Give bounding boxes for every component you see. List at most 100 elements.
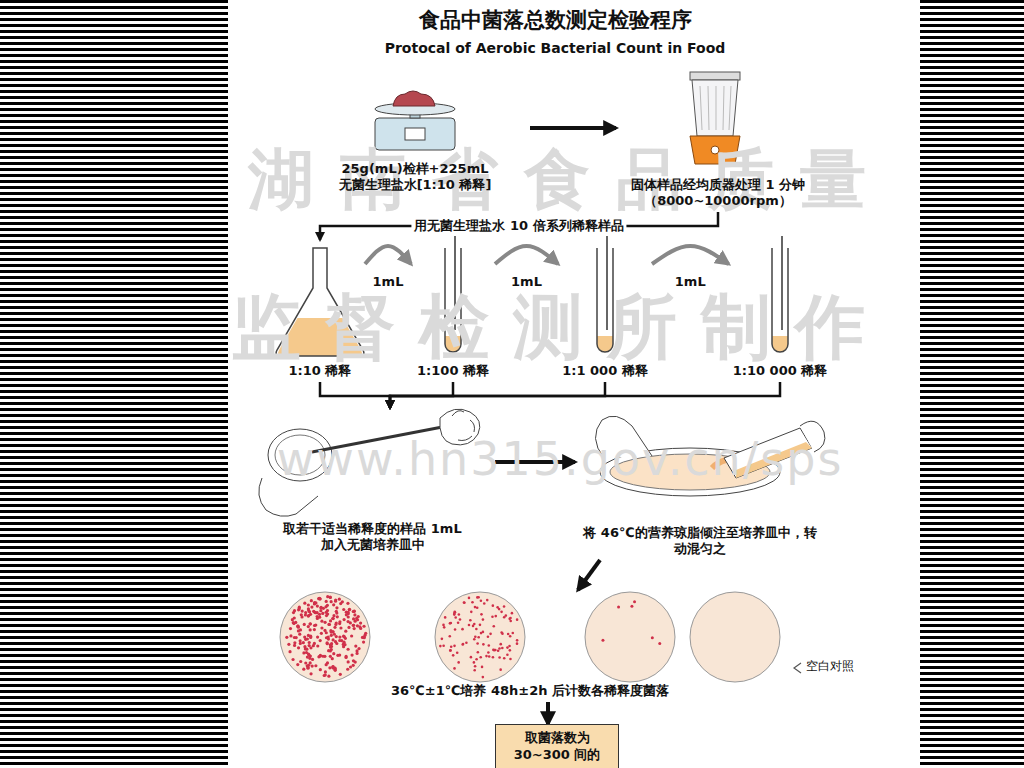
colony xyxy=(346,648,349,651)
colony xyxy=(509,620,512,623)
colony xyxy=(453,667,456,670)
colony xyxy=(330,600,333,603)
colony xyxy=(355,649,358,652)
jar-ribs xyxy=(700,86,731,130)
step-caption: 36℃±1℃培养 48h±2h 后计数各稀释度菌落 xyxy=(391,683,669,700)
step-caption: 取菌落数为 30~300 间的 xyxy=(505,730,609,763)
colony xyxy=(327,675,330,678)
colony xyxy=(347,626,350,629)
colony xyxy=(441,638,444,641)
colony xyxy=(481,666,484,669)
colony xyxy=(326,595,329,598)
colony xyxy=(516,618,519,621)
colony xyxy=(362,641,365,644)
culture-plate xyxy=(585,592,675,682)
colony xyxy=(304,613,307,616)
colony xyxy=(617,606,620,609)
colony xyxy=(486,599,489,602)
transfer-arrow xyxy=(365,246,411,264)
colony xyxy=(468,624,471,627)
colony xyxy=(325,600,328,603)
colony xyxy=(501,647,504,650)
colony xyxy=(475,628,478,631)
colony xyxy=(307,664,310,667)
colony xyxy=(505,614,508,617)
colony xyxy=(482,631,485,634)
colony xyxy=(499,643,502,646)
colony xyxy=(355,617,358,620)
colony xyxy=(309,636,312,639)
colony xyxy=(352,624,355,627)
colony xyxy=(342,641,345,644)
colony xyxy=(316,635,319,638)
colony xyxy=(359,621,362,624)
colony xyxy=(448,635,451,638)
colony xyxy=(293,641,296,644)
watermark: www.hn315.gov.cn/sps xyxy=(277,432,844,487)
colony xyxy=(349,665,352,668)
incubation-step: 36℃±1℃培养 48h±2h 后计数各稀释度菌落 xyxy=(265,590,795,702)
colony xyxy=(364,632,367,635)
page-title: 食品中菌落总数测定检验程序 xyxy=(419,8,692,33)
colony xyxy=(326,642,329,645)
colony xyxy=(320,632,323,635)
colony xyxy=(310,599,313,602)
colony xyxy=(288,650,291,653)
flow-arrow xyxy=(320,382,390,408)
colony xyxy=(499,668,502,671)
colony xyxy=(342,635,345,638)
colony xyxy=(348,608,351,611)
blank-control-label: 空白对照 xyxy=(806,659,854,673)
colony xyxy=(480,613,483,616)
sample-weighing-step: 25g(mL)检样+225mL 无菌生理盐水[1:10 稀释] xyxy=(300,78,530,196)
colony xyxy=(497,649,500,652)
colony xyxy=(443,626,446,629)
colony xyxy=(352,610,355,613)
colony xyxy=(471,601,474,604)
dilution-tube: 1:100 稀释 xyxy=(411,240,495,382)
colony xyxy=(334,623,337,626)
colony xyxy=(482,643,485,646)
dilution-flask: 1:10 稀释 xyxy=(275,240,365,382)
colony xyxy=(458,613,461,616)
colony xyxy=(333,626,336,629)
colony xyxy=(346,668,349,671)
edge-label: 1mL xyxy=(672,274,709,290)
colony xyxy=(311,664,314,667)
colony xyxy=(327,623,330,626)
colony xyxy=(361,636,364,639)
colony xyxy=(344,630,347,633)
colony xyxy=(328,623,331,626)
colony xyxy=(462,643,465,646)
dilution-tube: 1:1 000 稀释 xyxy=(558,240,652,382)
colony xyxy=(511,632,514,635)
colony xyxy=(306,667,309,670)
culture-plates xyxy=(280,592,780,682)
colony xyxy=(352,664,355,667)
colony xyxy=(457,621,460,624)
colony xyxy=(503,605,506,608)
colony xyxy=(479,656,482,659)
colony xyxy=(319,606,322,609)
colony xyxy=(354,661,357,664)
colony xyxy=(487,651,490,654)
colony xyxy=(444,616,447,619)
colony xyxy=(318,597,321,600)
colony xyxy=(509,658,512,661)
colony xyxy=(326,612,329,615)
colony xyxy=(354,644,357,647)
colony xyxy=(476,596,479,599)
colony xyxy=(338,598,341,601)
colony xyxy=(508,645,511,648)
colony xyxy=(302,668,305,671)
colony xyxy=(473,638,476,641)
colony xyxy=(303,635,306,638)
colony xyxy=(301,609,304,612)
colony xyxy=(309,646,312,649)
colony xyxy=(345,655,348,658)
edge-label: 1mL xyxy=(508,274,545,290)
colony xyxy=(291,618,294,621)
step-caption: 取若干适当稀释度的样品 1mL 加入无菌培养皿中 xyxy=(265,521,480,554)
colony xyxy=(330,634,333,637)
colony xyxy=(307,625,310,628)
